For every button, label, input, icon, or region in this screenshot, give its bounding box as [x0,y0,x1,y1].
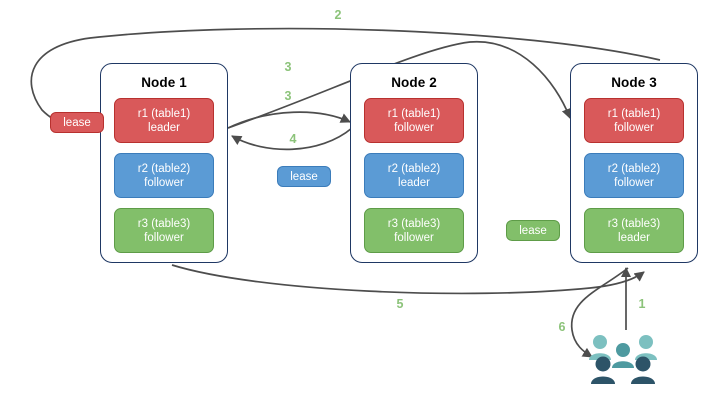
replica-r2[interactable]: r2 (table2) follower [114,153,214,198]
step-label-6: 6 [558,320,566,334]
lease-box-red[interactable]: lease [50,112,104,133]
replica-id: r2 (table2) [607,162,661,175]
node-box-1[interactable]: Node 1 r1 (table1) leader r2 (table2) fo… [100,63,228,263]
replica-id: r1 (table1) [137,107,191,120]
replica-role: follower [394,231,434,244]
arrow-step-6 [570,267,629,358]
node-box-3[interactable]: Node 3 r1 (table1) follower r2 (table2) … [570,63,698,263]
step-label-3-upper: 3 [284,60,292,74]
replica-r1[interactable]: r1 (table1) leader [114,98,214,143]
replica-id: r3 (table3) [387,217,441,230]
replica-r2[interactable]: r2 (table2) leader [364,153,464,198]
replica-r1[interactable]: r1 (table1) follower [584,98,684,143]
node-title: Node 2 [391,75,437,90]
node-title: Node 1 [141,75,187,90]
replica-role: follower [614,176,654,189]
replica-role: follower [144,231,184,244]
replica-role: follower [614,121,654,134]
replica-id: r3 (table3) [137,217,191,230]
arrow-step-3-node2 [227,111,351,129]
replica-r2[interactable]: r2 (table2) follower [584,153,684,198]
replica-r3[interactable]: r3 (table3) leader [584,208,684,253]
users-group-icon [589,335,657,384]
replica-id: r2 (table2) [387,162,441,175]
replica-role: leader [148,121,180,134]
replica-role: leader [618,231,650,244]
step-label-2: 2 [334,8,342,22]
lease-box-green[interactable]: lease [506,220,560,241]
lease-label: lease [290,170,318,183]
step-label-4: 4 [289,132,297,146]
lease-label: lease [519,224,547,237]
arrow-step-5 [171,264,645,295]
replica-role: leader [398,176,430,189]
step-label-5: 5 [396,297,404,311]
node-title: Node 3 [611,75,657,90]
replica-id: r3 (table3) [607,217,661,230]
step-label-1: 1 [638,297,646,311]
replica-id: r1 (table1) [607,107,661,120]
replica-r3[interactable]: r3 (table3) follower [364,208,464,253]
replica-role: follower [394,121,434,134]
replica-role: follower [144,176,184,189]
arrow-step-4 [231,127,353,151]
replica-r3[interactable]: r3 (table3) follower [114,208,214,253]
replica-r1[interactable]: r1 (table1) follower [364,98,464,143]
lease-box-blue[interactable]: lease [277,166,331,187]
arrow-step-3-node3 [227,41,572,129]
lease-label: lease [63,116,91,129]
step-label-3-lower: 3 [284,89,292,103]
arrow-step-2 [30,27,661,127]
replica-id: r1 (table1) [387,107,441,120]
node-box-2[interactable]: Node 2 r1 (table1) follower r2 (table2) … [350,63,478,263]
replica-id: r2 (table2) [137,162,191,175]
